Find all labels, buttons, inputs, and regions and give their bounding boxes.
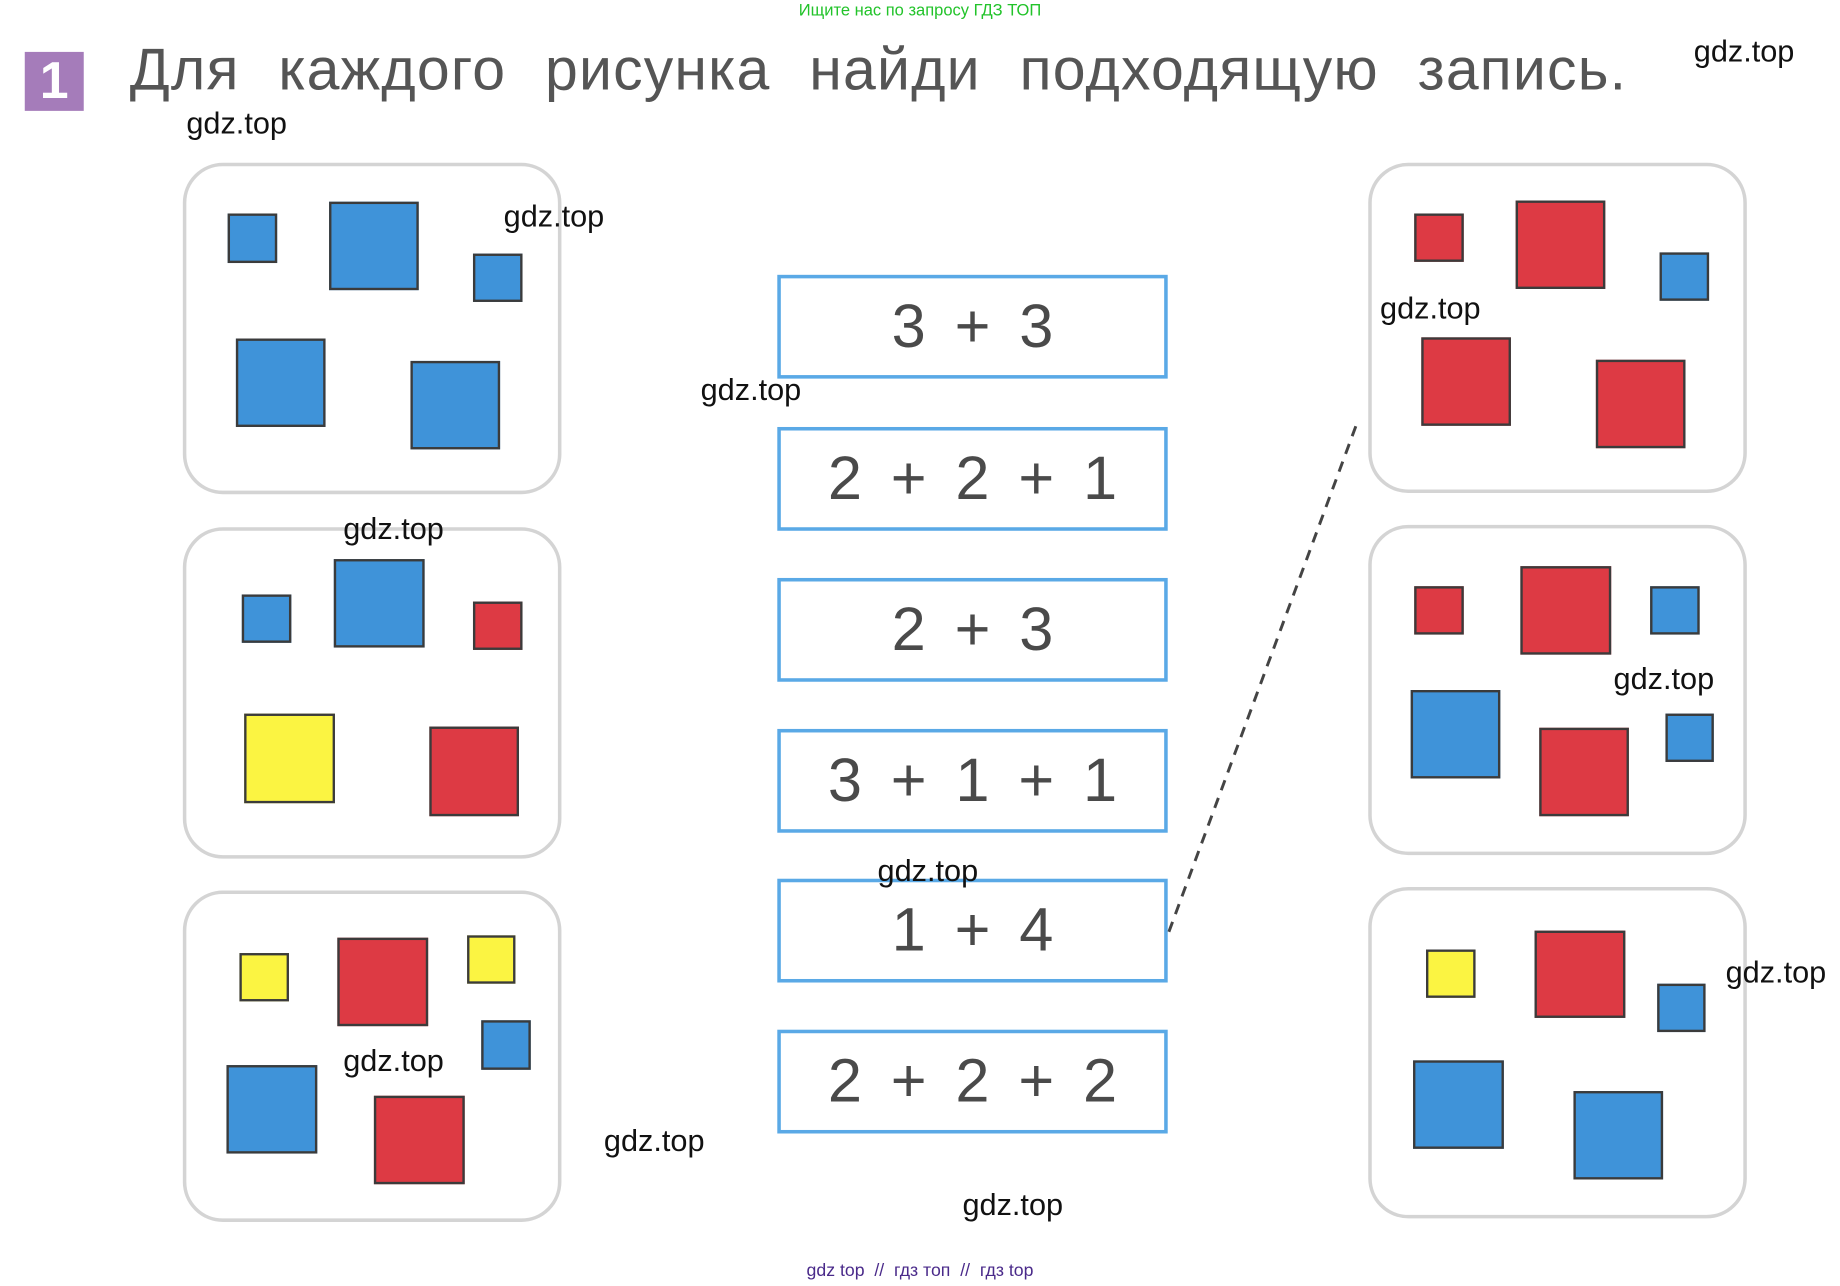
yellow-square [244, 713, 335, 804]
equation-box-5[interactable]: 1 + 4 [777, 878, 1168, 983]
red-square [1414, 213, 1464, 262]
search-hint-link[interactable]: Ищите нас по запросу ГДЗ ТОП [798, 0, 1042, 19]
blue-square [227, 213, 278, 264]
red-square [1539, 727, 1629, 817]
blue-square [1573, 1091, 1664, 1180]
blue-square [333, 559, 425, 648]
red-square [1414, 586, 1464, 635]
watermark: gdz.top [1380, 290, 1481, 326]
red-square [1421, 337, 1511, 426]
red-square [1515, 200, 1606, 289]
red-square [1520, 566, 1612, 655]
blue-square [235, 338, 326, 427]
watermark: gdz.top [1613, 660, 1715, 696]
blue-square [481, 1020, 531, 1070]
watermark: gdz.top [186, 104, 287, 141]
blue-square [1657, 983, 1706, 1033]
blue-square [410, 360, 501, 450]
task-number-badge: 1 [24, 51, 84, 111]
equation-box-6[interactable]: 2 + 2 + 2 [777, 1029, 1168, 1134]
equation-box-1[interactable]: 3 + 3 [777, 274, 1168, 379]
blue-square [241, 594, 292, 643]
blue-square [1410, 690, 1501, 779]
red-square [1595, 359, 1686, 449]
watermark: gdz.top [503, 198, 605, 234]
blue-square [329, 201, 419, 291]
blue-square [472, 253, 523, 302]
blue-square [1665, 713, 1714, 762]
watermark: gdz.top [877, 852, 979, 889]
watermark: gdz.top [1725, 954, 1827, 990]
yellow-square [1426, 949, 1476, 998]
watermark: gdz.top [1693, 33, 1795, 69]
task-title: Для каждого рисунка найди подходящую зап… [129, 36, 1628, 103]
red-square [373, 1095, 465, 1185]
watermark: gdz.top [343, 510, 444, 547]
equation-box-4[interactable]: 3 + 1 + 1 [777, 728, 1168, 833]
equation-box-3[interactable]: 2 + 3 [777, 577, 1168, 682]
yellow-square [239, 953, 289, 1002]
blue-square [1413, 1060, 1504, 1149]
yellow-square [467, 935, 516, 984]
footer-links[interactable]: gdz top // гдз топ // гдз top [806, 1260, 1034, 1281]
watermark: gdz.top [962, 1186, 1064, 1222]
red-square [472, 601, 523, 650]
red-square [429, 726, 519, 817]
red-square [1534, 930, 1626, 1018]
equation-box-2[interactable]: 2 + 2 + 1 [777, 426, 1168, 531]
blue-square [1650, 586, 1700, 635]
blue-square [1659, 252, 1710, 301]
watermark: gdz.top [700, 371, 802, 407]
watermark: gdz.top [603, 1122, 705, 1159]
red-square [337, 937, 429, 1027]
blue-square [226, 1065, 318, 1154]
watermark: gdz.top [343, 1042, 444, 1079]
